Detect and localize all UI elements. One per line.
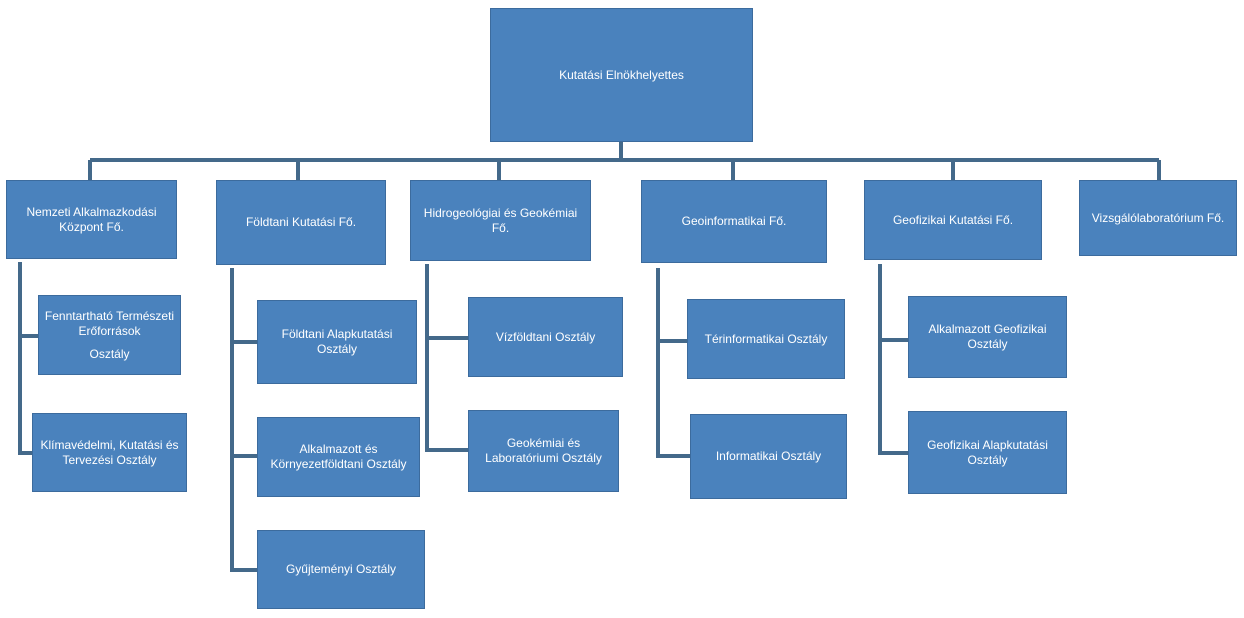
node-label: Geokémiai és Laboratóriumi Osztály: [485, 436, 602, 465]
node-head: Hidrogeológiai és Geokémiai Fő.: [410, 180, 591, 261]
node-department: Geofizikai Alapkutatási Osztály: [908, 411, 1067, 494]
node-head: Geofizikai Kutatási Fő.: [864, 180, 1042, 260]
node-label: Alkalmazott és Környezetföldtani Osztály: [270, 442, 407, 471]
node-label: Vízföldtani Osztály: [495, 329, 596, 344]
node-label: Informatikai Osztály: [715, 449, 822, 463]
node-department: Vízföldtani Osztály: [468, 297, 623, 377]
node-department: Földtani Alapkutatási Osztály: [257, 300, 417, 384]
node-head: Vizsgálólaboratórium Fő.: [1079, 180, 1237, 256]
node-label: Geofizikai Kutatási Fő.: [892, 212, 1014, 227]
node-label: Kutatási Elnökhelyettes: [559, 67, 684, 82]
node-head: Földtani Kutatási Fő.: [216, 180, 386, 265]
node-department: Klímavédelmi, Kutatási és Tervezési Oszt…: [32, 413, 187, 492]
node-label: Fenntartható Természeti Erőforrások: [44, 308, 175, 338]
node-label: Térinformatikai Osztály: [704, 331, 828, 346]
node-label: Földtani Alapkutatási Osztály: [281, 327, 393, 356]
node-department: Fenntartható Természeti Erőforrások Oszt…: [38, 295, 181, 375]
node-department: Geokémiai és Laboratóriumi Osztály: [468, 410, 619, 492]
node-department: Alkalmazott Geofizikai Osztály: [908, 296, 1067, 378]
node-head: Nemzeti Alkalmazkodási Központ Fő.: [6, 180, 177, 259]
node-label: Geofizikai Alapkutatási Osztály: [927, 437, 1048, 467]
node-label: Földtani Kutatási Fő.: [245, 215, 357, 229]
node-department: Alkalmazott és Környezetföldtani Osztály: [257, 417, 420, 497]
node-root: Kutatási Elnökhelyettes: [490, 8, 753, 142]
node-department: Informatikai Osztály: [690, 414, 847, 499]
node-head: Geoinformatikai Fő.: [641, 180, 827, 263]
node-label: Hidrogeológiai és Geokémiai Fő.: [423, 205, 578, 235]
node-label: Geoinformatikai Fő.: [681, 214, 787, 228]
node-label: Gyűjteményi Osztály: [285, 562, 397, 576]
node-label: Nemzeti Alkalmazkodási Központ Fő.: [26, 204, 157, 234]
node-department: Gyűjteményi Osztály: [257, 530, 425, 609]
node-label: Alkalmazott Geofizikai Osztály: [928, 322, 1047, 351]
node-label-line2: Osztály: [89, 346, 130, 361]
node-label: Vizsgálólaboratórium Fő.: [1091, 210, 1225, 225]
node-label: Klímavédelmi, Kutatási és Tervezési Oszt…: [40, 437, 179, 467]
node-department: Térinformatikai Osztály: [687, 299, 845, 379]
